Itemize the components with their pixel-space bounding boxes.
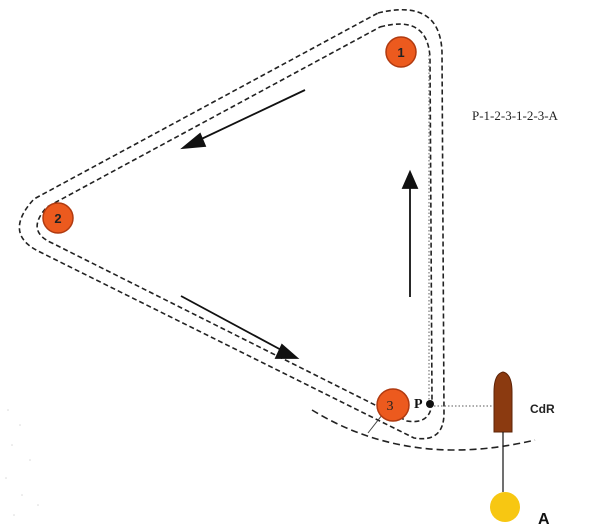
- arrow-left-head: [180, 132, 207, 150]
- buoy-3: 3: [367, 388, 410, 434]
- arrow-down-right: [180, 295, 286, 353]
- buoy-3-circle: [376, 388, 410, 422]
- end-mark-label: A: [538, 511, 550, 528]
- committee-boat-icon: [493, 371, 513, 433]
- buoy-3-tether: [367, 414, 383, 434]
- committee-boat-label: CdR: [530, 402, 555, 416]
- buoy-1: 1: [385, 36, 417, 68]
- start-point: P: [414, 397, 434, 412]
- buoy-3-label: 3: [387, 399, 394, 414]
- course-outer-dashed: [18, 9, 445, 440]
- course-sequence-label: P-1-2-3-1-2-3-A: [472, 108, 559, 123]
- scan-noise: [5, 409, 39, 516]
- direction-arrows: [180, 89, 419, 359]
- committee-boat: CdR: [493, 371, 555, 433]
- buoy-1-circle: [385, 36, 417, 68]
- buoy-2: 2: [42, 202, 74, 234]
- finish-dashed-curve: [311, 409, 536, 451]
- arrow-up-head: [401, 169, 419, 189]
- start-point-label: P: [414, 397, 423, 412]
- arrow-down-right-head: [274, 343, 300, 359]
- buoy-2-label: 2: [54, 211, 61, 226]
- buoy-2-circle: [42, 202, 74, 234]
- buoy-1-label: 1: [397, 45, 404, 60]
- arrow-left: [194, 89, 306, 143]
- course-inner-dashed: [36, 23, 433, 423]
- end-mark-dot: [490, 492, 520, 522]
- start-point-dot: [426, 400, 434, 408]
- end-mark: A: [490, 492, 550, 528]
